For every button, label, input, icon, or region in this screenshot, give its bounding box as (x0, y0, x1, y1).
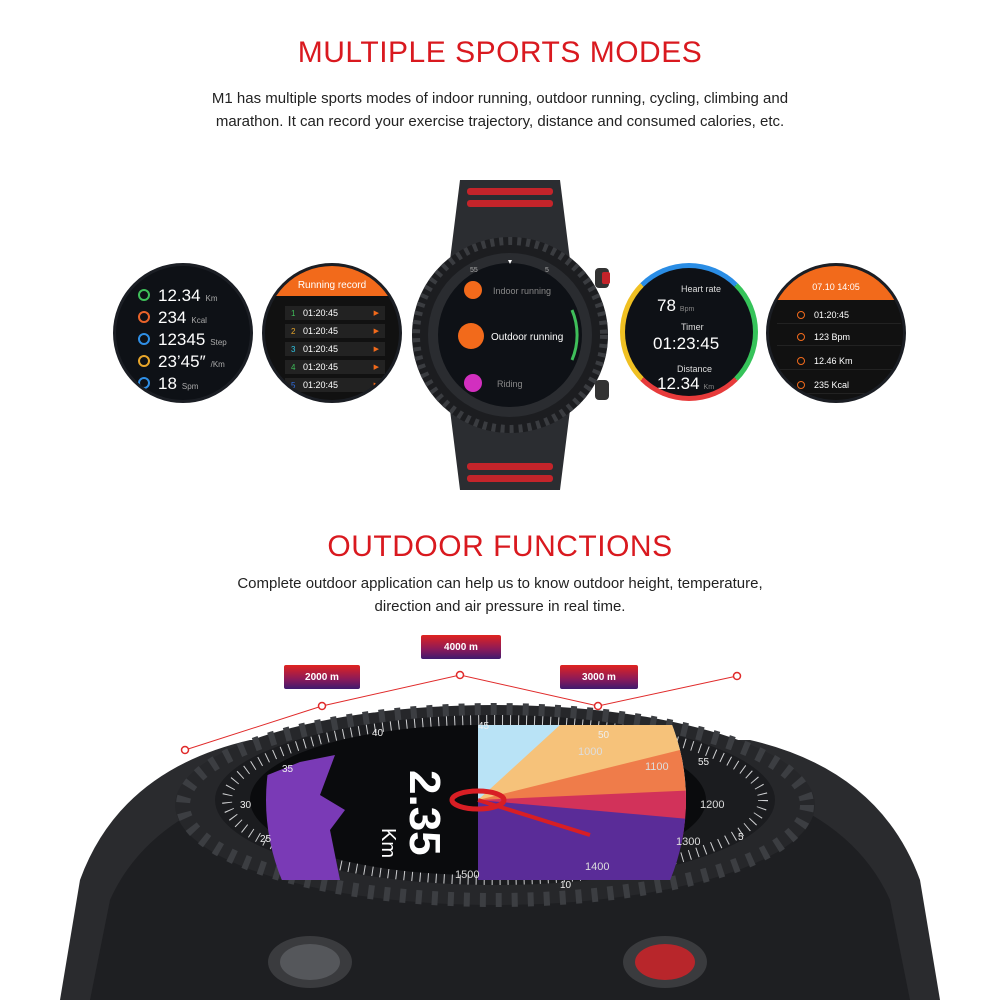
stat-row-calories: 234 Kcal (138, 308, 207, 328)
bezel-label: 50 (598, 730, 610, 741)
bezel-label: 10 (560, 880, 572, 891)
altitude-tag: 2000 m (284, 665, 360, 689)
bezel-label: 45 (478, 721, 490, 732)
menu-item-outdoor-running[interactable]: Outdoor running (491, 332, 563, 343)
scale-label: 1500 (455, 869, 479, 881)
running-record-screen: Running record 1 01:20:45 ▶ 2 01:20:45 ▶… (262, 263, 402, 403)
bezel-label: 35 (282, 764, 294, 775)
altitude-tag: 4000 m (421, 635, 501, 659)
timer-value: 01:23:45 (653, 334, 720, 353)
run-icon (464, 281, 482, 299)
scale-label: 1400 (585, 861, 609, 873)
heart-icon (797, 332, 805, 341)
timer-label: Timer (681, 322, 704, 332)
record-row: 4 01:20:45 ▶ (285, 360, 385, 374)
summary-row: 01:20:45 (777, 306, 901, 324)
summary-header: 07.10 14:05 (769, 266, 903, 300)
stat-row-steps: 12345 Step (138, 330, 227, 350)
arrow-right-icon: ▶ (373, 382, 379, 389)
smartwatch-image: 55 5 Indoor running Outdoor running Ridi… (412, 180, 610, 490)
section-title-sports: MULTIPLE SPORTS MODES (297, 36, 703, 69)
scale-label: 1200 (700, 799, 724, 811)
section-desc-outdoor: Complete outdoor application can help us… (237, 575, 763, 615)
location-icon (797, 356, 805, 365)
bezel-label: 40 (372, 728, 384, 739)
summary-row: 12.46 Km (777, 352, 901, 370)
scale-label: 1300 (676, 836, 700, 848)
shoe-icon (138, 333, 150, 345)
altitude-tag: 3000 m (560, 665, 638, 689)
footprint-icon (138, 377, 150, 389)
bike-icon (464, 374, 482, 392)
arrow-right-icon: ▶ (373, 310, 379, 317)
location-icon (138, 289, 150, 301)
arrow-right-icon: ▶ (373, 346, 379, 353)
record-header: Running record (265, 266, 399, 296)
bezel-label: 5 (738, 832, 744, 843)
summary-row: 123 Bpm (777, 328, 901, 346)
bezel-mark: 5 (545, 267, 549, 274)
record-row: 2 01:20:45 ▶ (285, 324, 385, 338)
bezel-label: 55 (698, 757, 710, 768)
scale-label: 1000 (578, 746, 602, 758)
menu-item-riding[interactable]: Riding (497, 379, 523, 389)
summary-screen: 07.10 14:05 01:20:45 123 Bpm 12.46 Km 23… (766, 263, 906, 403)
bezel-label: 30 (240, 800, 252, 811)
stat-row-pace: 23’45″ /Km (138, 352, 225, 372)
summary-row: 235 Kcal (777, 376, 901, 394)
run-icon (458, 323, 484, 349)
heart-rate-label: Heart rate (681, 284, 722, 294)
record-row: 1 01:20:45 ▶ (285, 306, 385, 320)
scale-label: 1100 (645, 761, 669, 773)
flame-icon (797, 380, 805, 389)
record-row: 3 01:20:45 ▶ (285, 342, 385, 356)
distance-unit: Km (377, 828, 399, 858)
pace-icon (138, 355, 150, 367)
stat-row-distance: 12.34 Km (138, 286, 218, 306)
distance-readout: 2.35 (400, 770, 449, 856)
section-desc-sports: M1 has multiple sports modes of indoor r… (211, 90, 789, 130)
bezel-mark: 55 (470, 267, 478, 274)
outdoor-watch-image: 2.35 Km 1000 1100 1200 1300 1400 1500 40… (60, 703, 940, 1000)
altitude-line (180, 670, 742, 755)
stat-row-cadence: 18 Spm (138, 374, 198, 394)
stopwatch-icon (797, 310, 805, 319)
bezel-label: 25 (260, 834, 272, 845)
arrow-right-icon: ▶ (373, 328, 379, 335)
menu-item-indoor-running[interactable]: Indoor running (493, 286, 551, 296)
section-title-outdoor: OUTDOOR FUNCTIONS (327, 530, 673, 563)
record-row: 5 01:20:45 ▶ (285, 378, 385, 392)
distance-label: Distance (677, 364, 713, 374)
stats-screen: 12.34 Km 234 Kcal 12345 Step 23’45″ /Km … (113, 263, 253, 403)
flame-icon (138, 311, 150, 323)
arrow-right-icon: ▶ (373, 364, 379, 371)
